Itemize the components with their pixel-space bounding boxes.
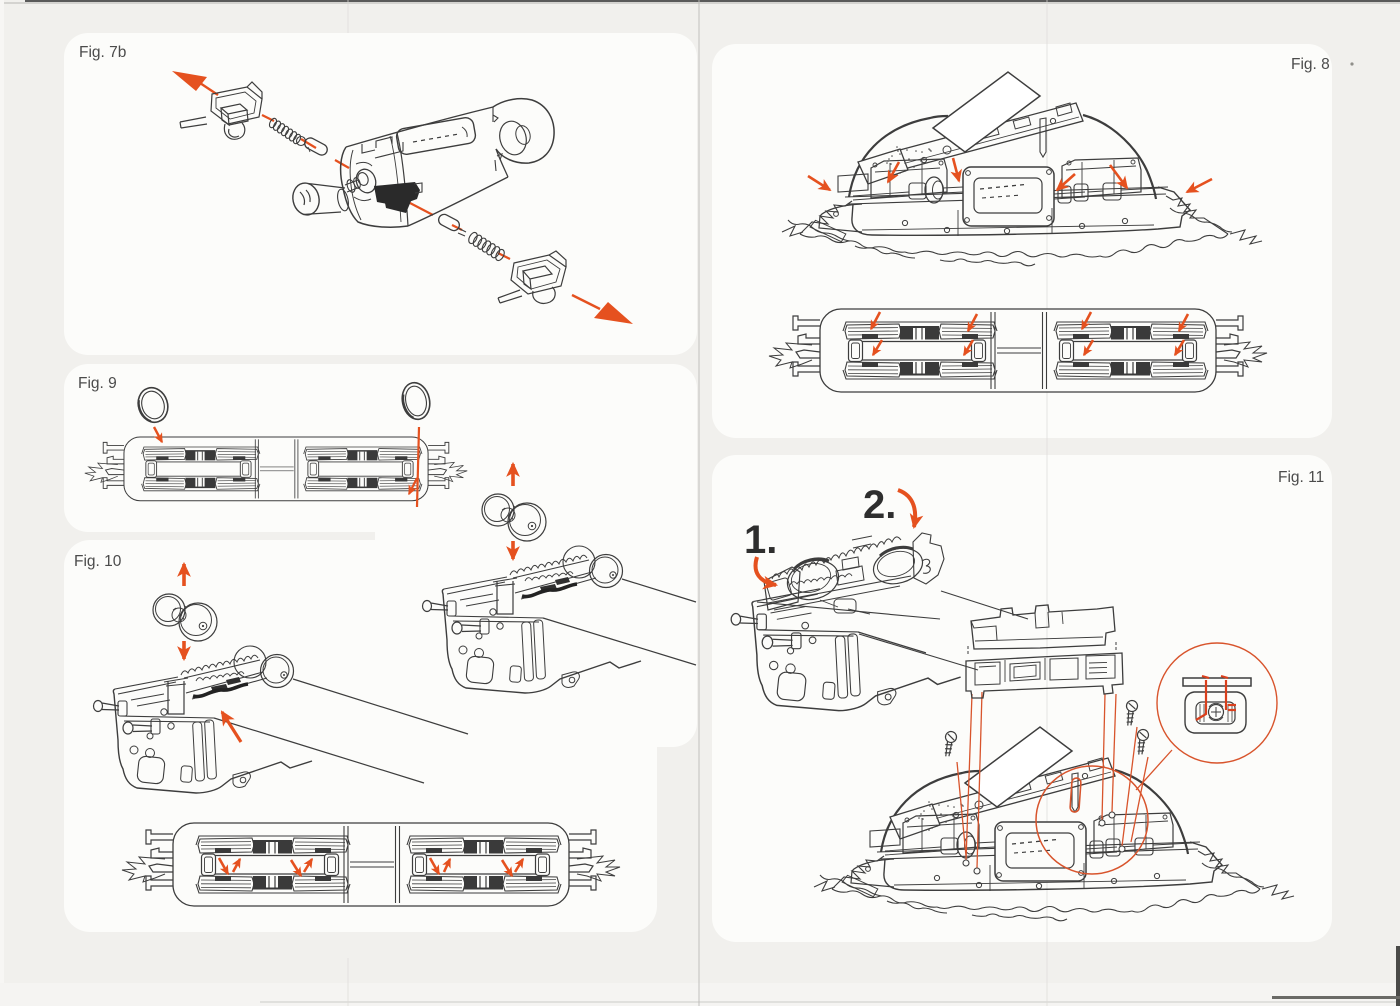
- svg-text:Fig. 9: Fig. 9: [78, 375, 117, 392]
- svg-text:Fig. 8: Fig. 8: [1291, 56, 1330, 73]
- svg-text:Fig. 10: Fig. 10: [74, 553, 122, 570]
- svg-text:Fig. 11: Fig. 11: [1278, 469, 1324, 486]
- svg-text:Fig. 7b: Fig. 7b: [79, 44, 126, 61]
- svg-text:2.: 2.: [863, 483, 896, 527]
- svg-text:1.: 1.: [744, 518, 777, 562]
